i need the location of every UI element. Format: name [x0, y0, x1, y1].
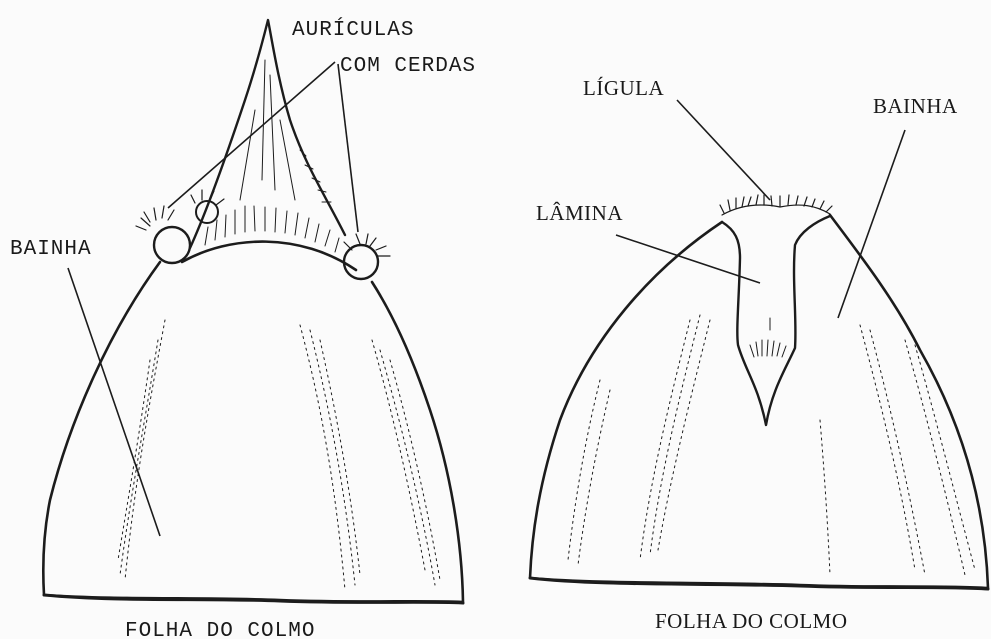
auriculas-leader-left [168, 62, 335, 208]
right-sheath-veins [568, 315, 975, 575]
bainha-leader-right [838, 130, 905, 318]
caption-left: FOLHA DO COLMO [125, 620, 315, 639]
blade-base-arc [182, 242, 356, 270]
blade-tip [190, 20, 345, 248]
auriculas-leader-right [338, 64, 358, 232]
left-sheath-outline [43, 262, 463, 602]
label-auriculas-line1: AURÍCULAS [292, 18, 414, 42]
lamina-outline [722, 216, 830, 425]
label-ligula: LÍGULA [583, 76, 664, 100]
label-auriculas-line2: COM CERDAS [340, 55, 476, 78]
label-bainha-left: BAINHA [10, 238, 92, 261]
lamina-tip-hairs [750, 318, 786, 357]
blade-veins [240, 60, 295, 200]
ligule-hairs [720, 195, 832, 215]
label-lamina: LÂMINA [536, 201, 623, 225]
caption-right: FOLHA DO COLMO [655, 609, 848, 633]
right-auricle [344, 245, 378, 279]
left-sheath-veins [118, 320, 440, 590]
left-figure: AURÍCULAS COM CERDAS BAINHA FOLHA DO COL… [10, 18, 476, 639]
right-figure: LÍGULA BAINHA LÂMINA FOLHA DO COLMO [530, 76, 988, 633]
blade-base-hairs [205, 150, 339, 252]
auricle-bristles [136, 190, 390, 256]
label-bainha-right: BAINHA [873, 94, 958, 118]
ligula-leader [677, 100, 770, 200]
left-auricle [154, 227, 190, 263]
